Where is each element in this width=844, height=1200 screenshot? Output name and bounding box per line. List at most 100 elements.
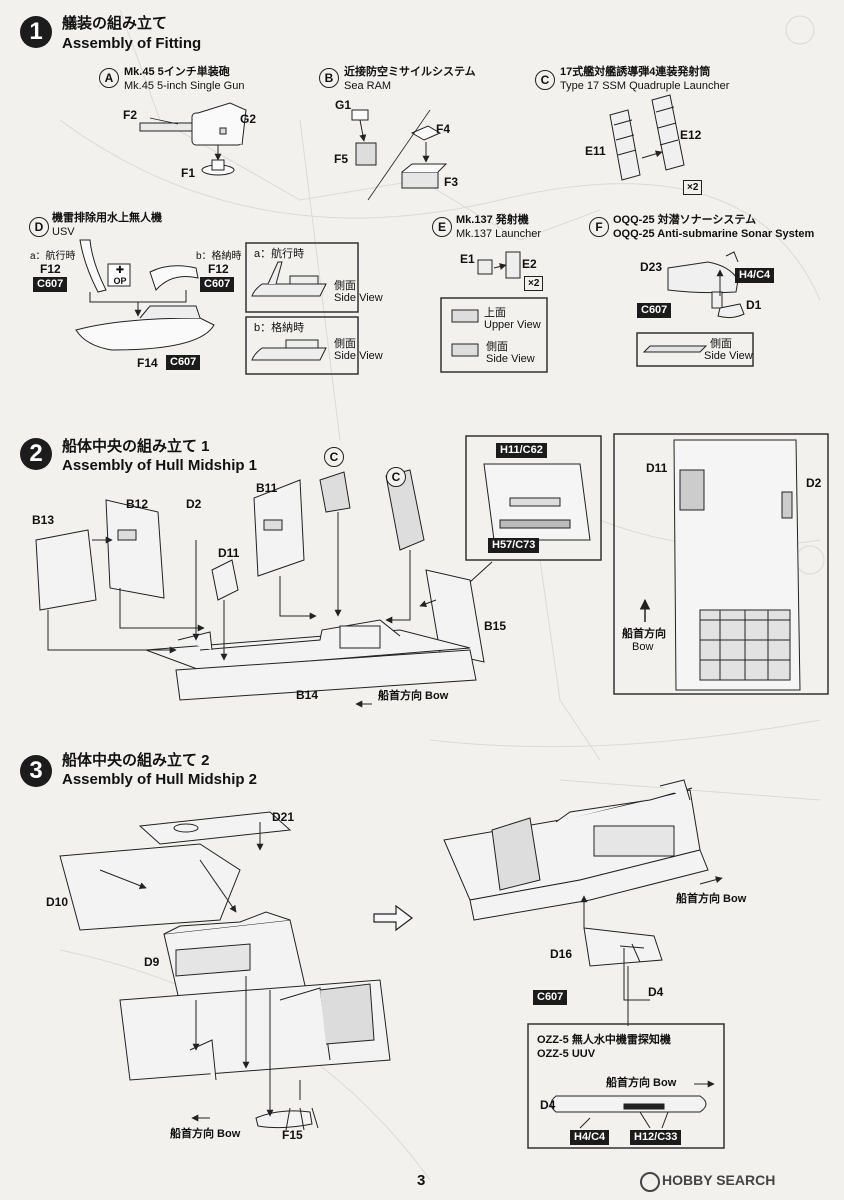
part-D23: D23 <box>640 260 663 274</box>
part-F15: F15 <box>282 1128 303 1142</box>
next-step-arrow <box>373 904 413 932</box>
badge-c607-f: C607 <box>637 303 672 318</box>
usv-stowed-label: b：格納時 <box>196 251 242 262</box>
sub-label-E: E <box>432 217 452 237</box>
usv-box-b-label: b：格納時 <box>254 322 305 334</box>
part-B14: B14 <box>296 688 319 702</box>
multiplier-c: ×2 <box>683 180 703 195</box>
hull-midship1-drawing <box>35 469 485 701</box>
badge-c607-b: C607 <box>200 277 235 292</box>
part-B11: B11 <box>256 481 278 495</box>
part-B15: B15 <box>484 619 507 633</box>
step3-title-en: Assembly of Hull Midship 2 <box>62 771 258 788</box>
hull-topdown-inset <box>673 439 801 691</box>
hull-midship2-left-drawing <box>59 811 391 1129</box>
mk45-gun-drawing <box>139 102 247 176</box>
part-E2: E2 <box>522 257 537 271</box>
hull-midship2-right-drawing <box>443 779 709 1113</box>
sub-E-title-jp: Mk.137 発射機 <box>456 214 529 226</box>
usv-box-a-side-jp: 側面 <box>334 280 356 292</box>
badge-c607-f14: C607 <box>166 355 201 370</box>
watermark-text: HOBBY SEARCH <box>662 1172 776 1188</box>
sub-label-C: C <box>535 70 555 90</box>
usv-box-a-label: a：航行時 <box>254 248 305 260</box>
sub-A-title-jp: Mk.45 5インチ単装砲 <box>124 66 230 78</box>
part-G1: G1 <box>335 98 352 112</box>
sub-A-title-en: Mk.45 5-inch Single Gun <box>124 80 245 92</box>
usv-box-b-side-en: Side View <box>334 350 383 362</box>
badge-h4c4-f: H4/C4 <box>735 268 775 283</box>
inset-part-D2: D2 <box>806 476 822 490</box>
sub-D-title-jp: 機雷排除用水上無人機 <box>52 212 162 224</box>
sonar-side-en: Side View <box>704 350 753 362</box>
mk137-side-en: Side View <box>486 353 535 365</box>
part-D11: D11 <box>218 546 240 560</box>
ssm-launcher-drawing <box>609 94 685 181</box>
part-B12: B12 <box>126 497 149 511</box>
part-D9: D9 <box>144 955 160 969</box>
step2-title-jp: 船体中央の組み立て 1 <box>62 438 210 455</box>
sub-label-B: B <box>319 68 339 88</box>
page-number: 3 <box>417 1172 426 1189</box>
bow-direction-step3-right: 船首方向 Bow <box>676 893 747 905</box>
sonar-drawing <box>667 251 745 319</box>
part-E11: E11 <box>585 144 606 158</box>
part-D16: D16 <box>550 947 573 961</box>
sub-label-F: F <box>589 217 609 237</box>
part-F1: F1 <box>181 166 196 180</box>
mk137-drawing <box>477 251 521 279</box>
bow-direction-step3-left: 船首方向 Bow <box>170 1128 241 1140</box>
step1-number: 1 <box>20 16 52 48</box>
mk137-upper-en: Upper View <box>484 319 541 331</box>
uuv-title-en: OZZ-5 UUV <box>537 1048 596 1060</box>
badge-h11c62: H11/C62 <box>496 443 547 458</box>
mk137-upper-jp: 上面 <box>484 307 506 319</box>
badge-c607-a: C607 <box>33 277 68 292</box>
part-F5: F5 <box>334 152 349 166</box>
puzzle-icon: ✚ <box>115 265 125 276</box>
inset-part-D11: D11 <box>646 461 668 475</box>
sub-F-title-en: OQQ-25 Anti-submarine Sonar System <box>613 228 815 240</box>
uuv-bow: 船首方向 Bow <box>606 1077 677 1089</box>
step3-title-jp: 船体中央の組み立て 2 <box>62 752 210 769</box>
inset-bow-en: Bow <box>632 641 654 653</box>
sub-B-title-jp: 近接防空ミサイルシステム <box>344 66 476 78</box>
bow-direction-step2: 船首方向 Bow <box>378 690 449 702</box>
uuv-part-D4: D4 <box>540 1098 556 1112</box>
mk137-side-jp: 側面 <box>486 341 508 353</box>
part-G2: G2 <box>240 112 257 126</box>
badge-h57c73: H57/C73 <box>488 538 540 553</box>
step3-number: 3 <box>20 755 52 787</box>
option-part-icon: ✚ OP <box>112 265 128 287</box>
part-D4: D4 <box>648 985 664 999</box>
sea-ram-drawing <box>351 109 448 189</box>
step1-title-en: Assembly of Fitting <box>62 35 202 52</box>
hobbysearch-logo-icon <box>640 1172 660 1192</box>
usv-box-a-side-en: Side View <box>334 292 383 304</box>
part-F12-a: F12 <box>40 262 61 276</box>
part-F2: F2 <box>123 108 138 122</box>
uuv-title-jp: OZZ-5 無人水中機雷探知機 <box>537 1034 671 1046</box>
part-D10: D10 <box>46 895 69 909</box>
sub-B-title-en: Sea RAM <box>344 80 392 92</box>
multiplier-e: ×2 <box>524 276 544 291</box>
step2-title-en: Assembly of Hull Midship 1 <box>62 457 258 474</box>
option-op-text: OP <box>113 276 127 286</box>
part-B13: B13 <box>32 513 55 527</box>
usv-box-b-side-jp: 側面 <box>334 338 356 350</box>
part-F3: F3 <box>444 175 459 189</box>
badge-h4c4-uuv: H4/C4 <box>570 1130 610 1145</box>
step1-title-jp: 艤装の組み立て <box>62 15 168 32</box>
sub-D-title-en: USV <box>52 226 75 238</box>
part-D21: D21 <box>272 810 295 824</box>
sonar-side-jp: 側面 <box>710 338 732 350</box>
inset-bow-jp: 船首方向 <box>622 628 666 640</box>
c-ref-2: C <box>386 467 406 487</box>
hull-detail-drawing <box>483 463 591 541</box>
sub-label-A: A <box>99 68 119 88</box>
part-D1: D1 <box>746 298 762 312</box>
c-ref-1: C <box>324 447 344 467</box>
usv-side-views <box>251 261 327 361</box>
part-E12: E12 <box>680 128 702 142</box>
